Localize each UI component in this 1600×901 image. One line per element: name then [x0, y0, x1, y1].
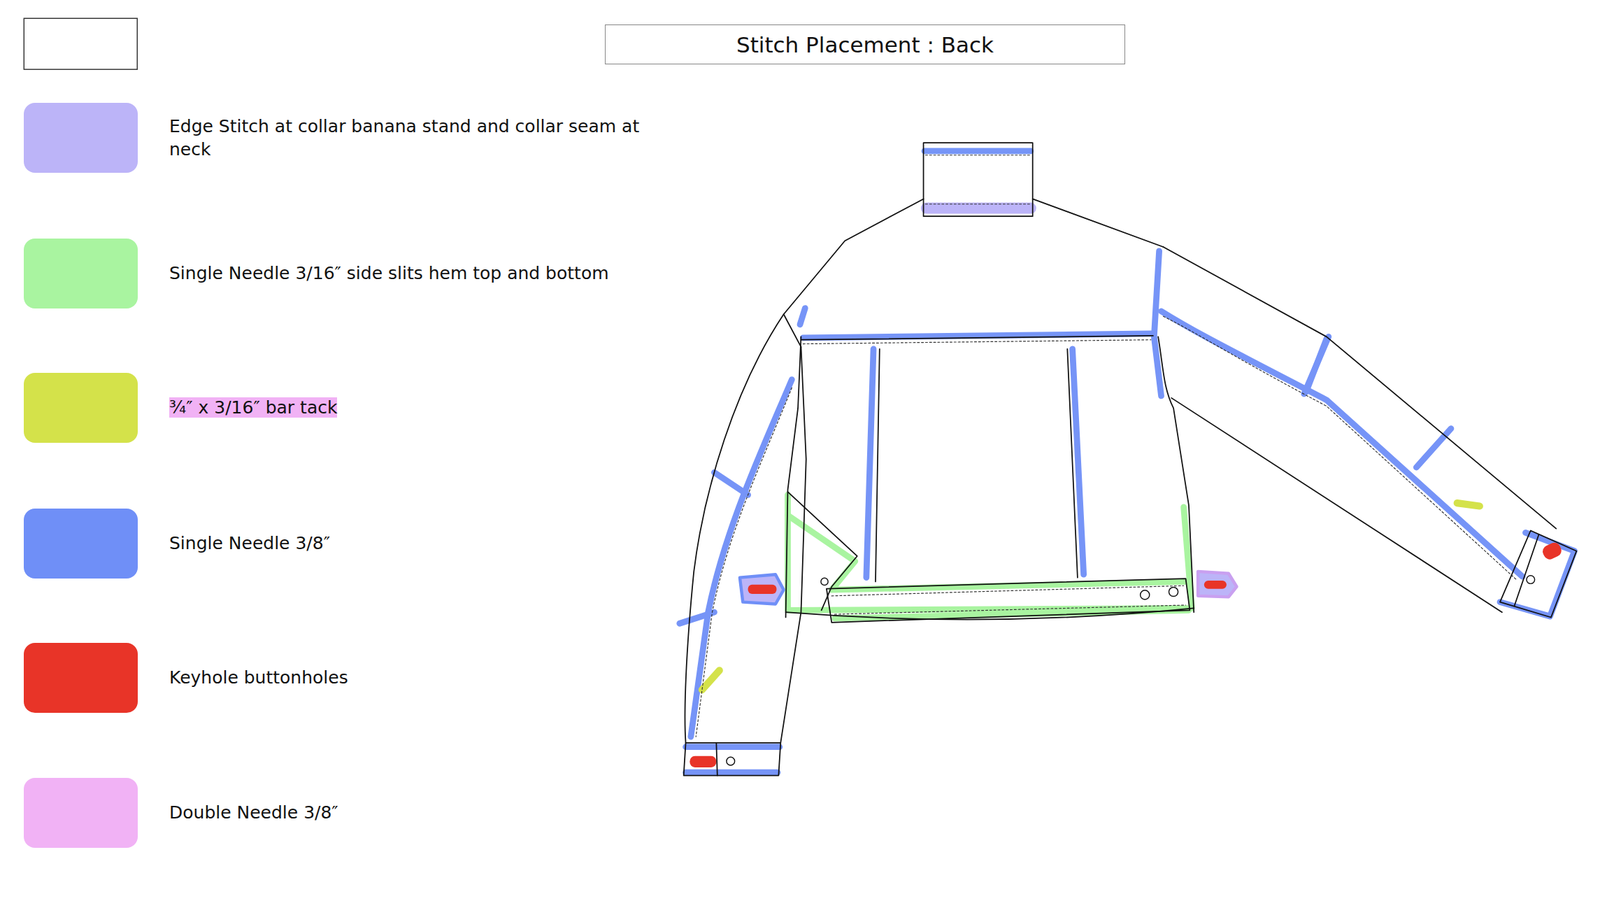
legend-swatch — [23, 777, 138, 848]
legend-row: Single Needle 3/8″ — [169, 532, 652, 556]
legend-row: Single Needle 3/16″ side slits hem top a… — [169, 262, 652, 286]
bar-tack — [1457, 502, 1480, 506]
legend-swatch — [23, 238, 138, 309]
legend-text: ¾″ x 3/16″ bar tack — [169, 397, 338, 418]
legend-swatch — [23, 508, 138, 579]
legend-swatch — [23, 102, 138, 173]
legend-row: Edge Stitch at collar banana stand and c… — [169, 115, 652, 161]
bar-tack — [702, 669, 720, 690]
blank-swatch — [23, 18, 138, 70]
legend-text: Single Needle 3/8″ — [169, 532, 331, 554]
hem-tab — [739, 574, 784, 604]
hem-tab — [1197, 571, 1237, 597]
legend-text: Edge Stitch at collar banana stand and c… — [169, 116, 640, 160]
legend-text: Keyhole buttonholes — [169, 667, 349, 688]
keyhole-marks — [689, 540, 1563, 768]
page-title: Stitch Placement : Back — [736, 32, 994, 58]
legend-swatch — [23, 372, 138, 443]
hem-stitch-marks — [787, 494, 1192, 618]
title-box: Stitch Placement : Back — [604, 24, 1126, 65]
legend-swatch — [23, 642, 138, 713]
jacket-outline — [683, 142, 1577, 775]
single-needle-marks — [679, 151, 1575, 773]
legend-row: Double Needle 3/8″ — [169, 801, 652, 825]
legend-row: Keyhole buttonholes — [169, 666, 652, 690]
stitch-lines — [695, 155, 1517, 737]
legend-row: ¾″ x 3/16″ bar tack — [169, 396, 652, 420]
buttons — [726, 575, 1535, 766]
legend-text: Single Needle 3/16″ side slits hem top a… — [169, 262, 610, 284]
legend-text: Double Needle 3/8″ — [169, 802, 339, 823]
